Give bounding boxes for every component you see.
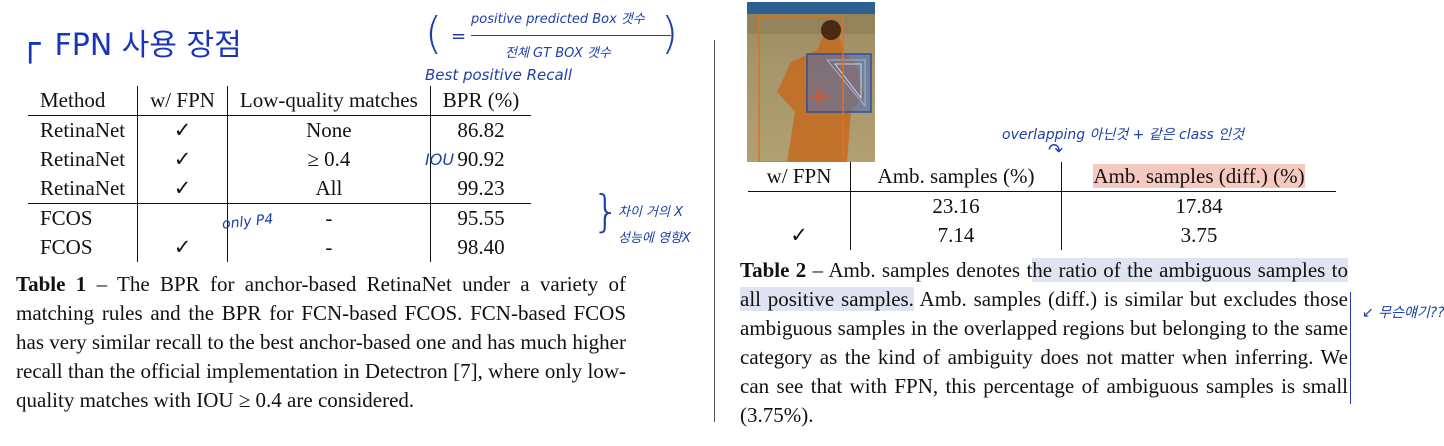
table-1: Method w/ FPN Low-quality matches BPR (%…: [28, 86, 532, 262]
t1-cell: 86.82: [457, 118, 505, 142]
t1-cell: All: [227, 174, 431, 204]
t1-cell: ✓: [137, 115, 228, 145]
overlap-arrow: ↷: [1048, 140, 1064, 161]
t2-header-fpn: w/ FPN: [748, 162, 851, 192]
sample-image: [747, 2, 875, 174]
t2-cell: [748, 191, 851, 221]
overlap-annotation: overlapping 아닌것 + 같은 class 인것: [1002, 127, 1245, 143]
t2-cell: 3.75: [1180, 223, 1218, 247]
table-row: ✓ 7.14 3.75: [748, 221, 1336, 250]
t1-cell: 98.40: [457, 235, 505, 259]
table-1-caption: Table 1 – The BPR for anchor-based Retin…: [16, 272, 626, 412]
t1-cell: ✓: [137, 145, 228, 174]
t1-header-fpn: w/ FPN: [137, 86, 228, 116]
table-row: RetinaNet ✓ ≥ 0.4 90.92: [28, 145, 531, 174]
t1-cell: RetinaNet: [28, 145, 139, 174]
t1-cell: 90.92: [457, 147, 505, 171]
t1-cell: ✓: [137, 174, 228, 204]
t1-cell: FCOS: [28, 233, 139, 262]
t1-cell: [137, 203, 228, 233]
t1-header-bpr: BPR (%): [442, 88, 520, 112]
t2-cell: 23.16: [850, 191, 1062, 221]
t2-cell: 17.84: [1175, 194, 1223, 218]
t1-header-method: Method: [28, 86, 139, 116]
table-row: RetinaNet ✓ All 99.23: [28, 174, 532, 204]
caption-brace-annotation: [1348, 292, 1351, 404]
table-2: w/ FPN Amb. samples (%) Amb. samples (di…: [748, 162, 1336, 250]
table-row: 23.16 17.84: [748, 191, 1336, 221]
t1-cell: 99.23: [457, 176, 505, 200]
iou-annotation: IOU: [425, 150, 455, 169]
column-divider: [714, 40, 715, 422]
bpr-annotation: Best positive Recall: [425, 66, 573, 84]
t2-cell: ✓: [748, 221, 851, 250]
table-row: FCOS - 95.55: [28, 203, 531, 233]
table-row: RetinaNet ✓ None 86.82: [28, 115, 531, 145]
table-row: FCOS ✓ - 98.40: [28, 233, 531, 262]
note-right-annotation: 차이 거의 X 성능에 영향X: [618, 205, 691, 246]
t1-cell: -: [227, 203, 431, 233]
formula-annotation: ( = positive predicted Box 갯수 전체 GT BOX …: [425, 8, 679, 61]
t1-cell: FCOS: [28, 203, 139, 233]
t1-cell: None: [227, 115, 431, 145]
t1-cell: ≥ 0.4: [227, 145, 431, 174]
title-annotation: ┌FPN 사용 장점: [20, 24, 242, 64]
t2-header-diff: Amb. samples (diff.) (%): [1093, 164, 1305, 188]
t1-cell: 95.55: [457, 206, 505, 230]
brace-annotation: }: [592, 186, 620, 237]
t1-cell: RetinaNet: [28, 174, 139, 204]
t2-cell: 7.14: [850, 221, 1062, 250]
t1-cell: -: [227, 233, 431, 262]
t1-cell: ✓: [137, 233, 228, 262]
t1-cell: RetinaNet: [28, 115, 139, 145]
t1-header-match: Low-quality matches: [227, 86, 431, 116]
table-2-caption: Table 2 – Amb. samples denotes the ratio…: [740, 258, 1349, 427]
t2-header-amb: Amb. samples (%): [850, 162, 1062, 192]
question-annotation: ↙ 무슨얘기??: [1362, 305, 1444, 321]
